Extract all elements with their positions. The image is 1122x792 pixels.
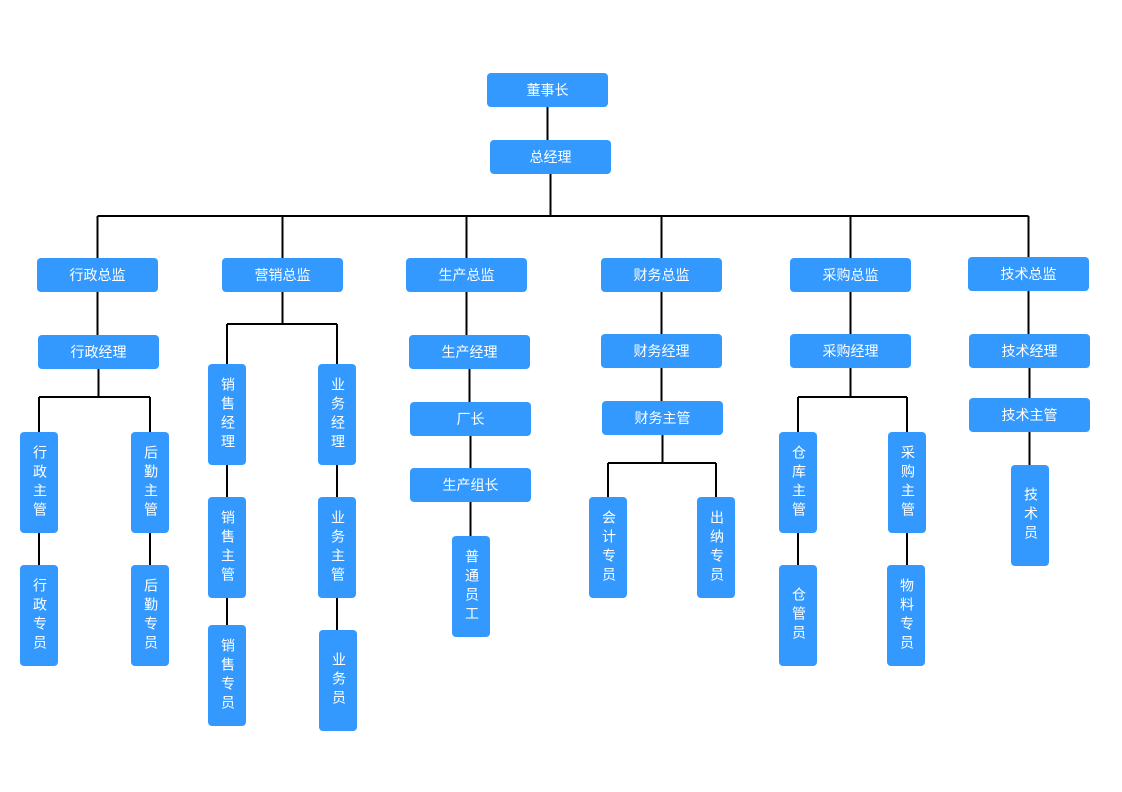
node-tech-supervisor: 技术主管	[969, 398, 1090, 432]
node-marketing-director: 营销总监	[222, 258, 343, 292]
node-admin-specialist: 行政专员	[20, 565, 58, 666]
node-factory-director: 厂长	[410, 402, 531, 436]
node-team-leader: 生产组长	[410, 468, 531, 502]
node-logistics-supervisor: 后勤主管	[131, 432, 169, 533]
node-tech-director: 技术总监	[968, 257, 1089, 291]
node-purchasing-supervisor: 采购主管	[888, 432, 926, 533]
node-worker: 普通员工	[452, 536, 490, 637]
node-salesperson: 业务员	[319, 630, 357, 731]
node-chairman: 董事长	[487, 73, 608, 107]
node-finance-supervisor: 财务主管	[602, 401, 723, 435]
node-admin-director: 行政总监	[37, 258, 158, 292]
node-accountant: 会计专员	[589, 497, 627, 598]
node-admin-supervisor: 行政主管	[20, 432, 58, 533]
node-logistics-specialist: 后勤专员	[131, 565, 169, 666]
node-materials-specialist: 物料专员	[887, 565, 925, 666]
node-finance-director: 财务总监	[601, 258, 722, 292]
node-business-manager: 业务经理	[318, 364, 356, 465]
node-sales-supervisor: 销售主管	[208, 497, 246, 598]
node-production-manager: 生产经理	[409, 335, 530, 369]
node-sales-specialist: 销售专员	[208, 625, 246, 726]
node-sales-manager: 销售经理	[208, 364, 246, 465]
node-production-director: 生产总监	[406, 258, 527, 292]
node-purchasing-director: 采购总监	[790, 258, 911, 292]
node-tech-manager: 技术经理	[969, 334, 1090, 368]
node-purchasing-manager: 采购经理	[790, 334, 911, 368]
node-warehouse-supervisor: 仓库主管	[779, 432, 817, 533]
node-business-supervisor: 业务主管	[318, 497, 356, 598]
node-finance-manager: 财务经理	[601, 334, 722, 368]
node-admin-manager: 行政经理	[38, 335, 159, 369]
node-technician: 技术员	[1011, 465, 1049, 566]
node-warehouse-keeper: 仓管员	[779, 565, 817, 666]
node-cashier: 出纳专员	[697, 497, 735, 598]
node-gm: 总经理	[490, 140, 611, 174]
